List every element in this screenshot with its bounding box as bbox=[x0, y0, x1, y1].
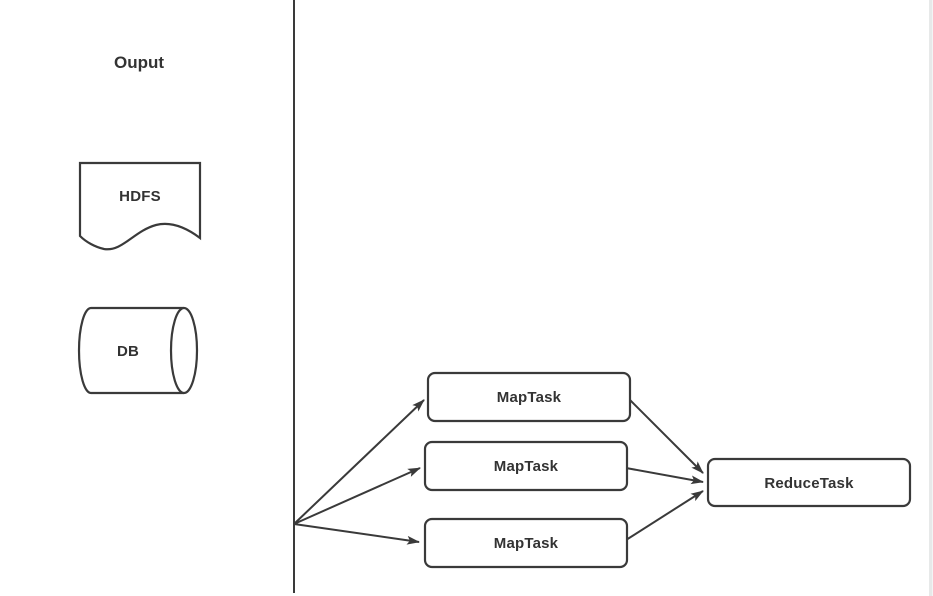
hdfs-document-shape[interactable] bbox=[78, 161, 202, 251]
maptask-2-label: MapTask bbox=[494, 458, 559, 475]
maptask-3-node[interactable]: MapTask bbox=[423, 517, 629, 569]
merge-arrow-1 bbox=[628, 398, 704, 474]
maptask-3-label: MapTask bbox=[494, 535, 559, 552]
maptask-1-node[interactable]: MapTask bbox=[426, 371, 632, 423]
reducetask-box[interactable] bbox=[706, 457, 912, 508]
fanout-arrow-1 bbox=[293, 399, 425, 525]
reducetask-node[interactable]: ReduceTask bbox=[706, 457, 912, 508]
db-label: DB bbox=[117, 343, 139, 360]
reducetask-label: ReduceTask bbox=[764, 475, 854, 492]
canvas-right-edge bbox=[929, 0, 933, 596]
merge-arrow-3 bbox=[625, 490, 704, 541]
maptask-2-node[interactable]: MapTask bbox=[423, 440, 629, 492]
merge-arrow-2 bbox=[625, 467, 704, 485]
fanout-arrow-2 bbox=[293, 467, 421, 525]
maptask-1-label: MapTask bbox=[497, 389, 562, 406]
fanout-arrow-3 bbox=[293, 523, 420, 545]
db-node[interactable]: DB bbox=[77, 306, 199, 395]
maptask-1-box[interactable] bbox=[426, 371, 632, 423]
db-cylinder-body[interactable] bbox=[77, 306, 184, 395]
hdfs-node[interactable]: HDFS bbox=[78, 161, 202, 251]
maptask-2-box[interactable] bbox=[423, 440, 629, 492]
section-title: Ouput bbox=[114, 53, 164, 72]
maptask-3-box[interactable] bbox=[423, 517, 629, 569]
db-cylinder-cap[interactable] bbox=[169, 306, 199, 395]
hdfs-label: HDFS bbox=[119, 188, 161, 205]
